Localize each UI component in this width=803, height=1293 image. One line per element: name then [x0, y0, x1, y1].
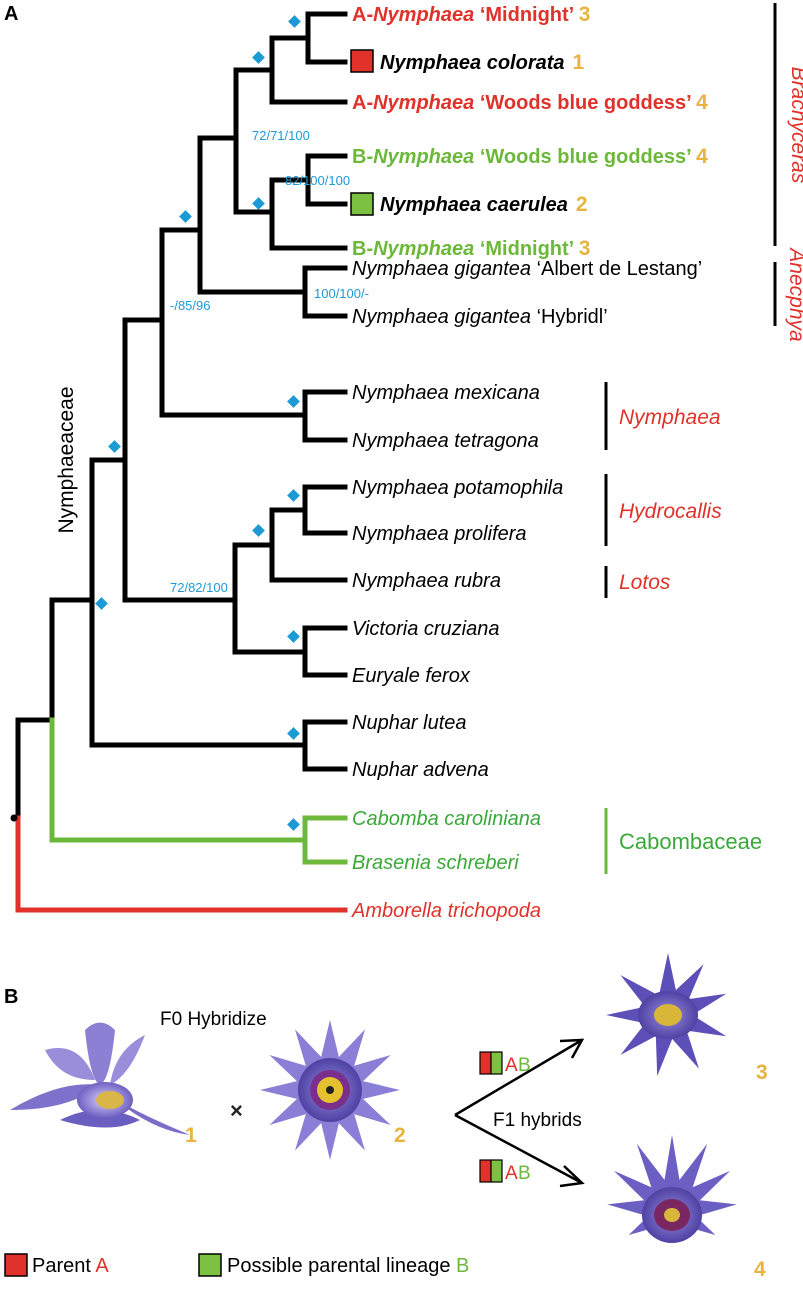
flower-photo [606, 953, 727, 1077]
taxon-label: Nuphar lutea [352, 712, 467, 734]
clade-label-brachyceras: Brachyceras [787, 67, 803, 184]
diamond-support-icon [287, 818, 300, 831]
taxon-label: Nymphaea rubra [352, 570, 501, 592]
diamond-support-icon [108, 440, 121, 453]
ab-icon: A B [479, 1051, 531, 1076]
flower-number: 2 [394, 1124, 406, 1147]
diamond-support-icon [252, 524, 265, 537]
ab-icon: A B [479, 1159, 531, 1184]
taxon-label: Nymphaea tetragona [352, 430, 539, 452]
svg-text:B: B [518, 1163, 531, 1184]
flower-number: 1 [185, 1124, 197, 1147]
cross-icon: × [230, 1098, 243, 1123]
taxon-label: Euryale ferox [352, 665, 471, 687]
diamond-support-icon [287, 489, 300, 502]
support-value: -/85/96 [170, 298, 210, 313]
legend-lineage-b: Possible parental lineage B [227, 1255, 469, 1277]
flower-photo [10, 1022, 190, 1135]
diamond-support-icon [179, 210, 192, 223]
panel-label-b: B [4, 986, 18, 1008]
legend-parent-a: Parent A [32, 1255, 109, 1277]
taxon-label: Nymphaea prolifera [352, 523, 527, 545]
diamond-support-icon [287, 727, 300, 740]
clade-label-lotos: Lotos [619, 571, 671, 594]
taxon-label: A-Nymphaea ‘Woods blue goddess’ 4 [352, 91, 708, 114]
tree-branches-green [49, 717, 348, 865]
green-square-icon [198, 1253, 222, 1277]
svg-text:B: B [518, 1055, 531, 1076]
svg-text:A: A [505, 1055, 518, 1076]
panel-label-a: A [4, 3, 18, 25]
taxon-label: B-Nymphaea ‘Midnight’ 3 [352, 237, 590, 260]
clade-label-cabombaceae: Cabombaceae [619, 829, 762, 854]
root-dot [10, 814, 18, 822]
support-value: 82/100/100 [285, 173, 350, 188]
tree-branches [15, 11, 348, 821]
taxon-label: B-Nymphaea ‘Woods blue goddess’ 4 [352, 145, 708, 168]
svg-text:A: A [505, 1163, 518, 1184]
diamond-support-icon [252, 197, 265, 210]
red-square-icon [4, 1253, 28, 1277]
diamond-support-icon [287, 630, 300, 643]
clade-label-hydrocallis: Hydrocallis [619, 500, 722, 523]
flower-photo [260, 1020, 400, 1160]
diamond-support-icon [288, 15, 301, 28]
arrow-icon [454, 1038, 585, 1188]
f1-label: F1 hybrids [493, 1110, 582, 1131]
taxon-label: Cabomba caroliniana [352, 808, 541, 830]
green-square-icon [350, 192, 374, 216]
flower-number: 4 [754, 1258, 766, 1281]
taxon-label: Nuphar advena [352, 759, 489, 781]
flower-number: 3 [756, 1061, 768, 1084]
taxon-label: Nymphaea potamophila [352, 477, 563, 499]
support-value: 72/71/100 [252, 128, 310, 143]
tree-branches-red [15, 815, 348, 913]
clade-label-nymphaea: Nymphaea [619, 406, 721, 429]
support-value: 100/100/- [314, 286, 369, 301]
taxon-label: Nymphaea gigantea ‘Hybridl’ [352, 306, 608, 328]
taxon-label: Nymphaea gigantea ‘Albert de Lestang’ [352, 258, 702, 280]
clade-label-anecphya: Anecphya [785, 246, 803, 341]
f0-label: F0 Hybridize [160, 1009, 267, 1030]
taxon-label: A-Nymphaea ‘Midnight’ 3 [352, 3, 590, 26]
red-square-icon [350, 49, 374, 73]
taxon-label: Nymphaea mexicana [352, 382, 540, 404]
taxon-label: Victoria cruziana [352, 618, 499, 640]
support-value: 72/82/100 [170, 580, 228, 595]
flower-photo [607, 1135, 737, 1243]
clade-bars [604, 3, 777, 874]
taxon-label: Amborella trichopoda [351, 900, 541, 922]
taxon-label: Brasenia schreberi [352, 852, 519, 874]
diamond-support-icon [287, 395, 300, 408]
diamond-support-icon [95, 597, 108, 610]
diamond-support-icon [252, 51, 265, 64]
family-label: Nymphaeaceae [55, 386, 78, 533]
